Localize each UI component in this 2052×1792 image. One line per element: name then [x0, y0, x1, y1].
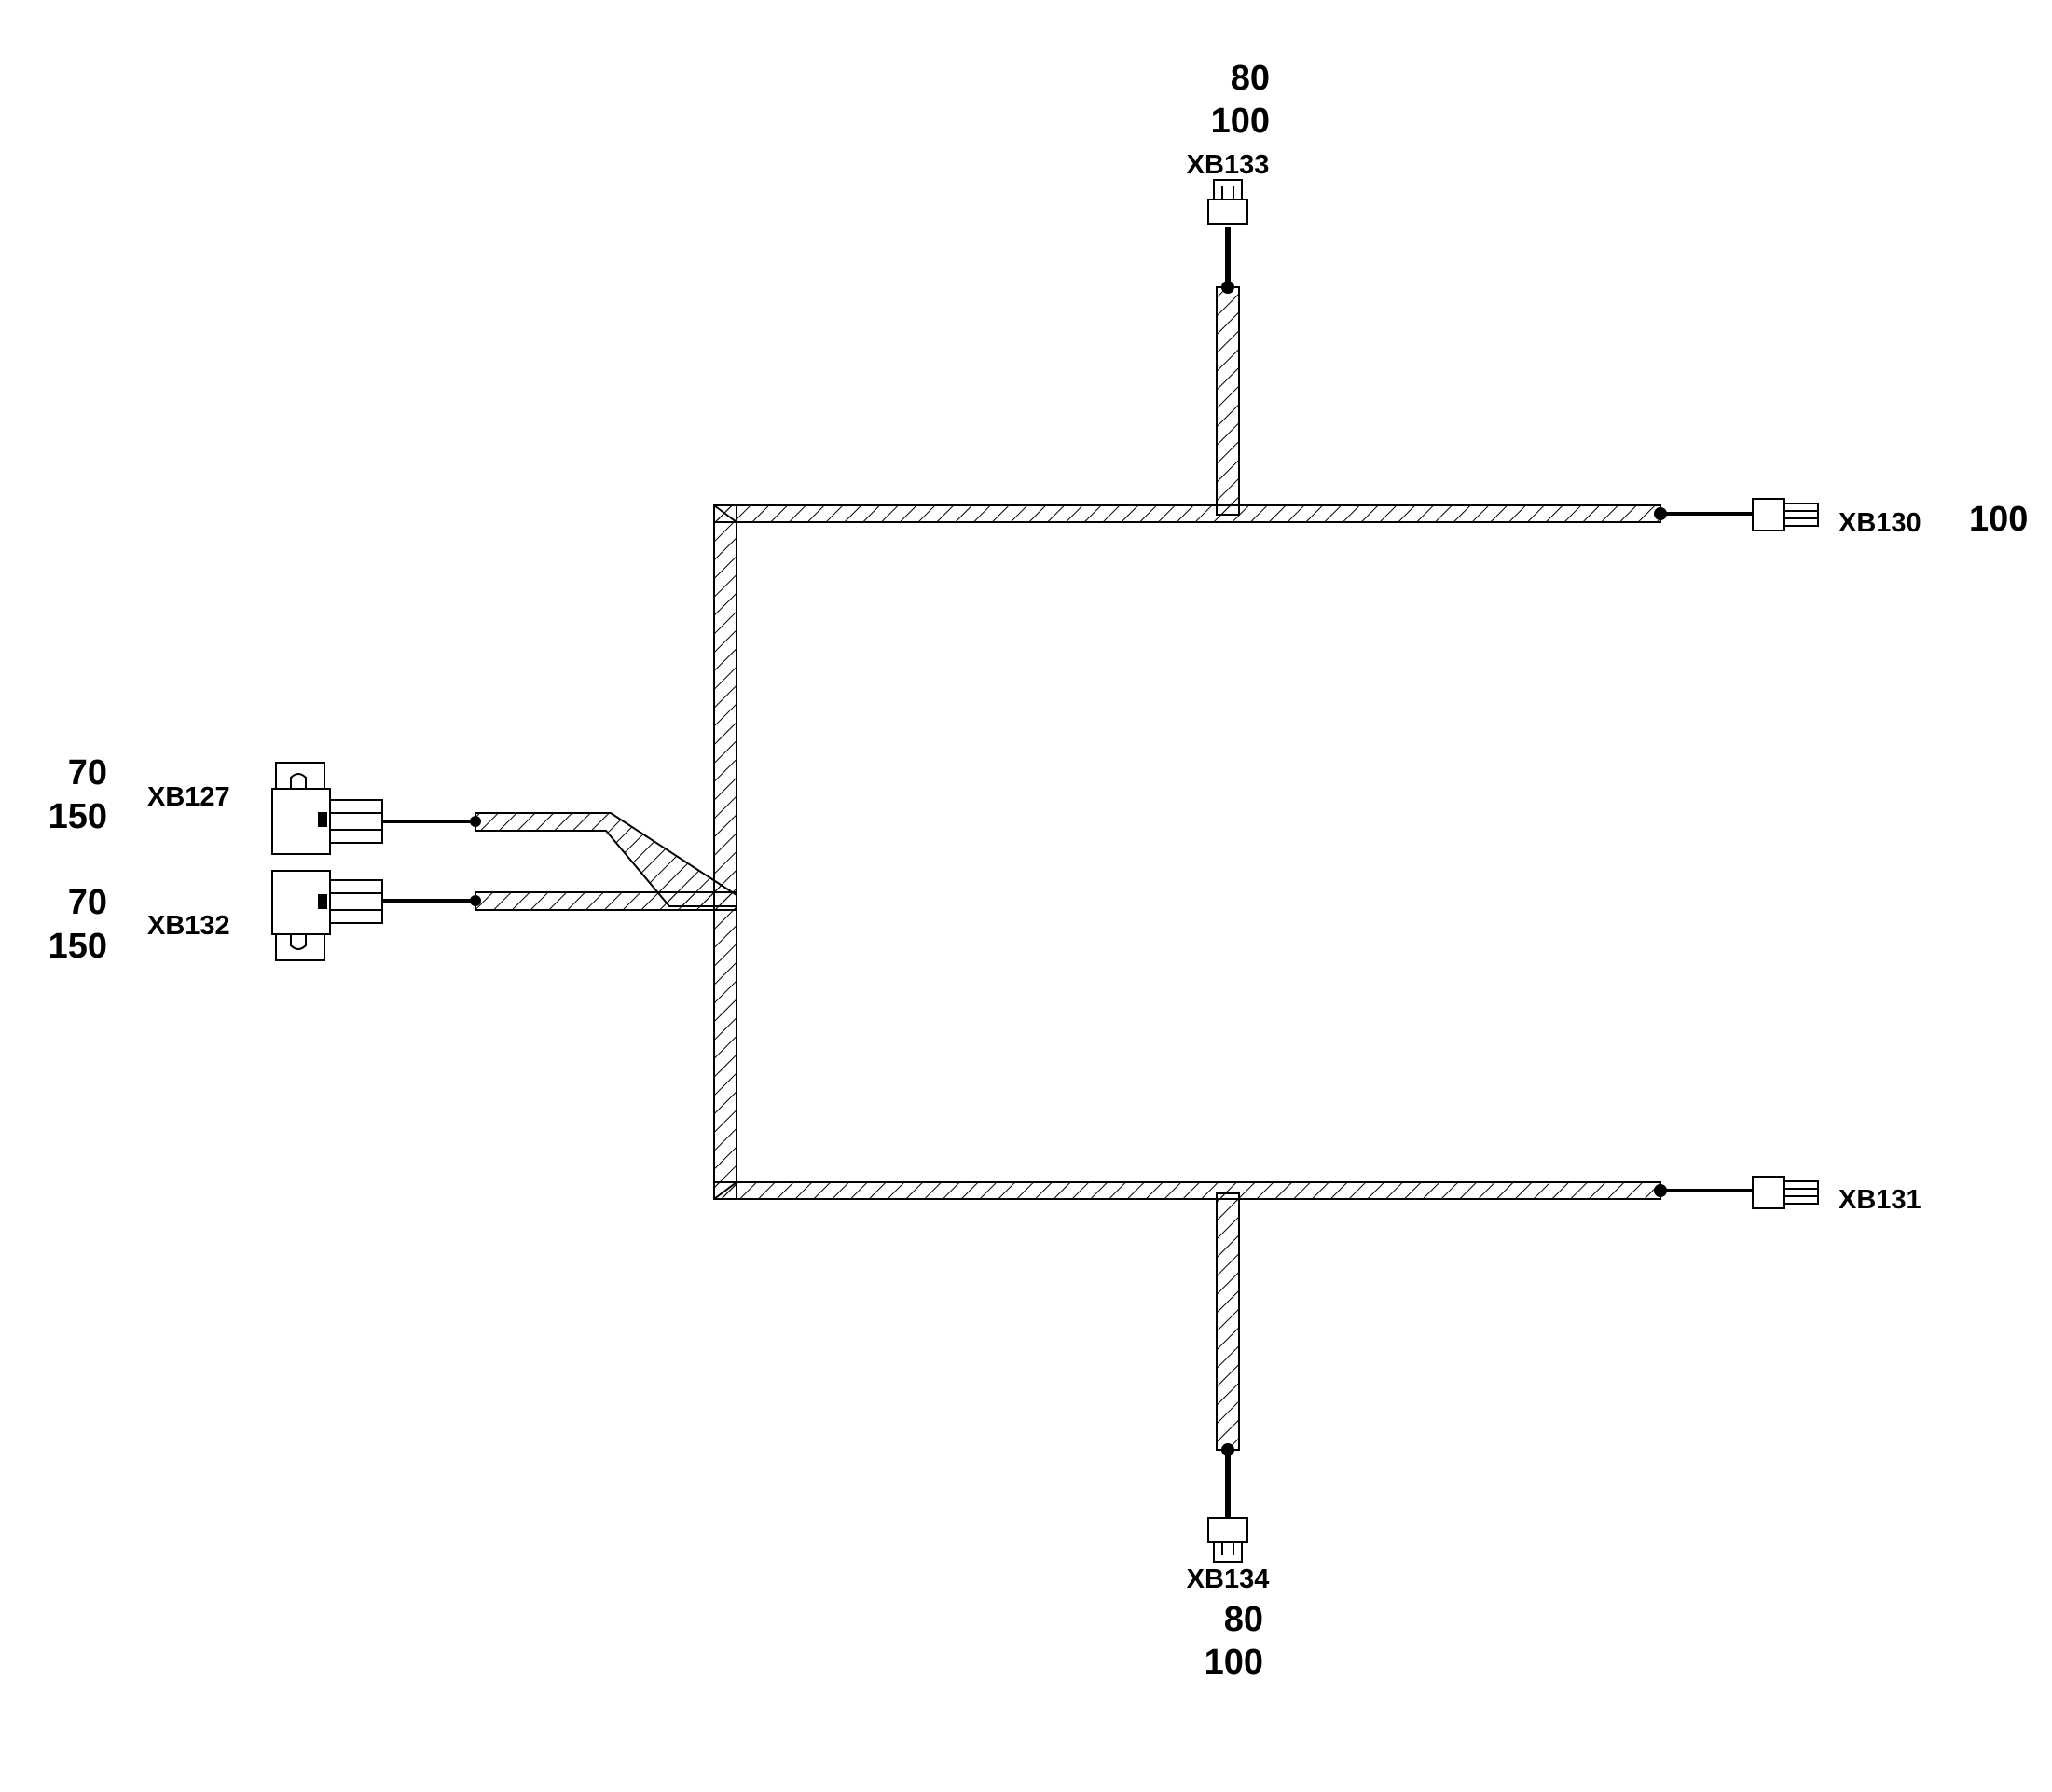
xb134-length-1: 80 — [1224, 1600, 1263, 1639]
connector-xb130-icon — [1752, 498, 1819, 531]
xb133-label: XB133 — [1187, 150, 1270, 180]
connector-xb131-icon — [1752, 1176, 1819, 1209]
xb132-length-1: 70 — [68, 883, 107, 922]
xb134-label: XB134 — [1187, 1565, 1270, 1594]
connector-xb132-icon — [271, 870, 383, 961]
connector-xb133-icon — [1207, 179, 1248, 225]
xb133-length-1: 80 — [1231, 59, 1270, 98]
xb127-length-1: 70 — [68, 753, 107, 793]
branch-xb134 — [1216, 1192, 1240, 1518]
xb130-length-1: 100 — [1969, 500, 2028, 539]
xb133-length-2: 100 — [1211, 102, 1270, 141]
xb131-label: XB131 — [1839, 1185, 1921, 1215]
branch-xb132 — [382, 891, 737, 911]
xb127-label: XB127 — [147, 782, 230, 812]
branch-xb131 — [1654, 1184, 1753, 1197]
branch-xb133 — [1216, 227, 1240, 516]
xb134-length-2: 100 — [1205, 1643, 1263, 1682]
xb130-label: XB130 — [1839, 508, 1921, 538]
connector-xb134-icon — [1207, 1517, 1248, 1563]
xb132-label: XB132 — [147, 911, 230, 941]
xb132-length-2: 150 — [48, 927, 107, 966]
harness-trunk — [713, 504, 1661, 1200]
branch-xb130 — [1654, 507, 1753, 520]
xb127-length-2: 150 — [48, 797, 107, 836]
connector-xb127-icon — [271, 762, 383, 855]
